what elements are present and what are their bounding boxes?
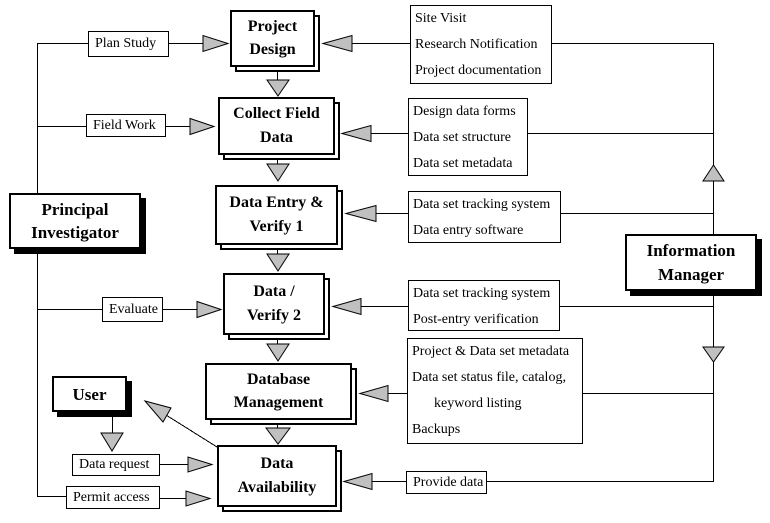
information-manager-box: Information Manager: [625, 234, 757, 291]
arrow-notes-into-entry: [344, 204, 377, 223]
arrow-database-to-availability: [265, 427, 291, 445]
design-note-1: Design data forms: [413, 104, 516, 119]
collect-field-data-line1: Collect Field: [233, 105, 320, 123]
design-notes-box: Design data forms Data set structure Dat…: [408, 98, 528, 176]
arrow-into-collect-field-left: [189, 117, 216, 136]
database-notes-box: Project & Data set metadata Data set sta…: [407, 338, 583, 444]
arrow-notes-into-database: [358, 384, 389, 403]
collect-field-data-box: Collect Field Data: [218, 97, 335, 155]
database-note-3: keyword listing: [434, 396, 522, 411]
plan-study-box: Plan Study: [88, 31, 169, 57]
database-management-line2: Management: [233, 394, 324, 411]
entry-note-1: Data set tracking system: [413, 197, 551, 212]
site-visit-note-1: Site Visit: [415, 11, 467, 26]
arrow-availability-to-user: [143, 400, 172, 423]
arrow-design-to-collect: [266, 79, 290, 97]
arrow-into-availability-permit: [185, 490, 212, 507]
data-entry-verify1-line1: Data Entry &: [229, 194, 324, 211]
provide-data-box: Provide data: [406, 471, 487, 494]
database-management-line1: Database: [246, 371, 311, 388]
design-note-2: Data set structure: [413, 130, 511, 145]
data-availability-box: Data Availability: [217, 445, 337, 507]
data-entry-verify1-box: Data Entry & Verify 1: [215, 185, 338, 245]
arrow-user-to-request: [100, 432, 124, 452]
verify-note-1: Data set tracking system: [413, 286, 551, 301]
arrow-collect-to-entry: [266, 163, 290, 182]
entry-note-2: Data entry software: [413, 223, 524, 238]
project-design-box: Project Design: [230, 10, 315, 67]
evaluate-box: Evaluate: [102, 297, 163, 322]
permit-access-box: Permit access: [66, 486, 160, 509]
data-availability-line2: Availability: [237, 479, 317, 497]
collect-field-data-line2: Data: [260, 128, 293, 146]
data-verify2-line1: Data /: [253, 282, 295, 300]
arrow-into-availability-request: [187, 456, 214, 473]
project-design-line1: Project: [247, 18, 298, 35]
arrow-trunk-up: [702, 164, 725, 182]
data-availability-line1: Data: [260, 454, 294, 472]
data-verify2-line2: Verify 2: [246, 307, 302, 325]
arrow-entry-to-verify: [266, 253, 290, 272]
arrow-into-project-design-left: [202, 34, 230, 53]
arrow-site-visit-into-design: [321, 34, 353, 53]
user-label: User: [72, 384, 107, 404]
principal-investigator-box: Principal Investigator: [9, 193, 141, 249]
arrow-trunk-down: [702, 346, 725, 363]
principal-investigator-line1: Principal: [41, 200, 109, 219]
data-request-box: Data request: [72, 454, 160, 476]
arrow-provide-into-availability: [342, 472, 373, 491]
verify-notes-box: Data set tracking system Post-entry veri…: [408, 280, 560, 331]
field-work-box: Field Work: [86, 114, 166, 137]
user-box: User: [52, 376, 127, 412]
information-manager-line1: Information: [646, 241, 736, 261]
arrow-into-verify2-left: [196, 300, 223, 319]
principal-investigator-line2: Investigator: [31, 223, 119, 242]
database-management-box: Database Management: [205, 363, 352, 420]
design-note-3: Data set metadata: [413, 156, 513, 171]
arrow-notes-into-collect: [340, 124, 372, 143]
project-design-line2: Design: [249, 41, 296, 58]
site-visit-note-2: Research Notification: [415, 37, 538, 52]
data-verify2-box: Data / Verify 2: [223, 273, 325, 335]
information-manager-line2: Manager: [657, 264, 725, 284]
arrow-verify-to-database: [266, 343, 290, 362]
availability-to-user-line: [165, 414, 218, 448]
arrow-notes-into-verify2: [331, 297, 362, 316]
site-visit-note-3: Project documentation: [415, 63, 542, 78]
database-note-1: Project & Data set metadata: [412, 344, 570, 359]
entry-notes-box: Data set tracking system Data entry soft…: [408, 191, 561, 243]
data-entry-verify1-line2: Verify 1: [249, 218, 304, 235]
site-visit-notes-box: Site Visit Research Notification Project…: [410, 5, 552, 84]
database-note-4: Backups: [412, 422, 461, 437]
database-note-2: Data set status file, catalog,: [412, 370, 566, 385]
verify-note-2: Post-entry verification: [413, 312, 539, 327]
